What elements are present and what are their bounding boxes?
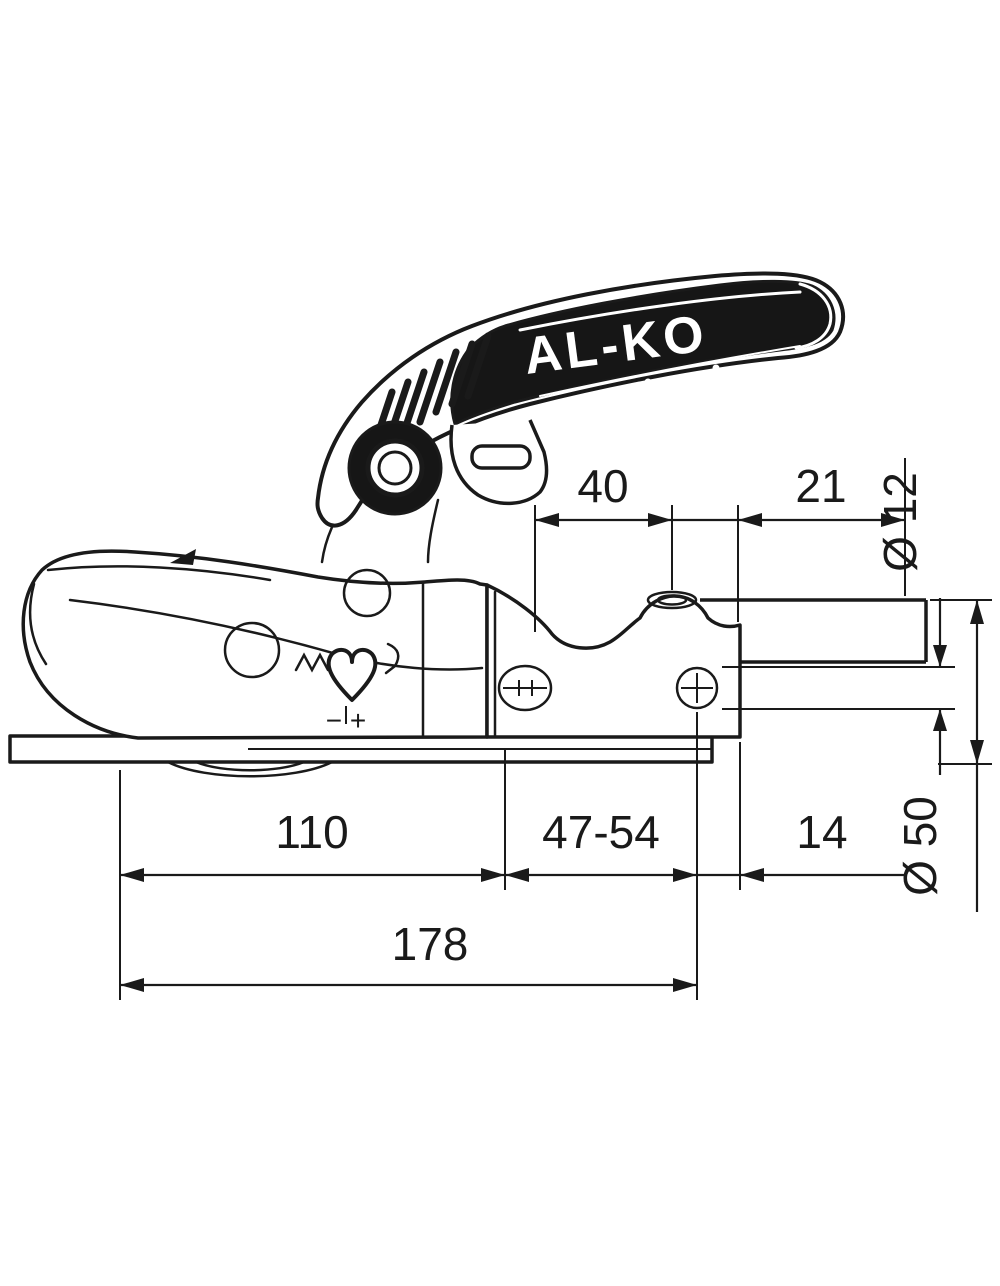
clamp-section <box>485 583 742 739</box>
arrow-21-right <box>881 513 905 527</box>
body-crease-lower <box>68 598 484 671</box>
handle-detail-dot-1 <box>644 378 652 386</box>
top-slot <box>646 590 698 610</box>
arrow-4754-left <box>505 868 529 882</box>
arrow-110-right <box>481 868 505 882</box>
handle-detail-dot-2 <box>712 364 720 372</box>
indicator-label: − + <box>326 705 366 736</box>
arrow-178-right <box>673 978 697 992</box>
arrow-178-left <box>120 978 144 992</box>
dim-110-label: 110 <box>275 806 348 858</box>
arrow-40-left <box>535 513 559 527</box>
handle-assembly: AL-KO <box>315 271 846 564</box>
release-button <box>470 444 532 470</box>
pivot-boss-mid <box>365 438 425 498</box>
dim-40-label: 40 <box>577 460 628 512</box>
pivot-boss-inner <box>377 450 413 486</box>
arrow-dia50-bottom <box>970 740 984 764</box>
handle-highlight-bottom <box>539 345 801 397</box>
rib-6 <box>448 340 476 408</box>
socket-mouth-inner-arc <box>194 760 306 772</box>
body-hole-large <box>223 621 281 679</box>
wear-indicator-heart <box>326 647 378 702</box>
arrow-21-left <box>738 513 762 527</box>
socket-mouth-arc <box>166 760 334 778</box>
rear-bolt-hole <box>675 666 719 710</box>
top-slot-inner <box>656 594 688 606</box>
arrow-4754-right <box>673 868 697 882</box>
handle-highlight-top <box>518 290 802 332</box>
dim-21-label: 21 <box>795 460 846 512</box>
wear-marker-wedge <box>170 549 196 565</box>
dim-14-label: 14 <box>796 806 847 858</box>
arrow-dia12-bottom <box>933 709 947 731</box>
arrow-14-right <box>740 868 764 882</box>
arrow-dia12-top <box>933 645 947 667</box>
body-crease-upper <box>46 565 272 582</box>
arrow-dia50-top <box>970 600 984 624</box>
body-outline <box>21 549 489 740</box>
nose-inner-line <box>28 582 48 666</box>
coupling-body: − + <box>21 549 742 740</box>
rib-4 <box>416 358 444 426</box>
dim-dia12-label: Ø 12 <box>874 472 926 572</box>
handle-arm-right <box>426 498 440 564</box>
arrow-40-right <box>648 513 672 527</box>
latch-hook <box>384 642 400 675</box>
rib-7 <box>464 332 492 400</box>
dimension-lines <box>120 513 984 992</box>
dim-178-label: 178 <box>392 918 469 970</box>
front-bolt-slot <box>497 664 553 712</box>
spring-symbol <box>294 652 330 673</box>
body-hole-small <box>342 568 392 618</box>
arrow-110-left <box>120 868 144 882</box>
dim-dia50-label: Ø 50 <box>894 796 946 896</box>
rib-3 <box>400 368 428 436</box>
dimension-labels: 40 21 Ø 12 110 47-54 14 Ø 50 178 <box>275 460 946 970</box>
dim-4754-label: 47-54 <box>542 806 660 858</box>
base-plate <box>8 734 714 778</box>
handle-tip-cap <box>794 282 833 350</box>
rib-5 <box>432 348 460 416</box>
